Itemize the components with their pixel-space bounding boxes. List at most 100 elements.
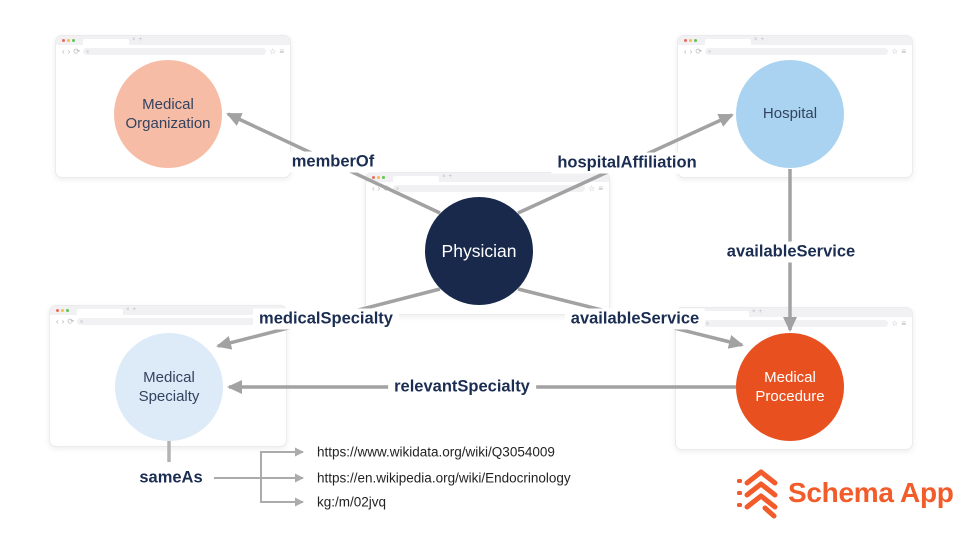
traffic-light-minimize-icon	[67, 39, 70, 42]
schemaapp-logo-text: Schema App	[788, 477, 954, 508]
bookmark-icon: ☆	[588, 184, 596, 193]
browser-window-medical-organization: × + ‹ › ⟳ ☆ ≡ Medical Organization	[55, 35, 291, 178]
edge-label-availableService-hospital: availableService	[720, 241, 862, 263]
traffic-light-zoom-icon	[66, 309, 69, 312]
browser-toolbar: ‹ › ⟳ ☆ ≡	[366, 182, 609, 195]
forward-icon: ›	[67, 47, 71, 56]
site-icon	[86, 50, 90, 53]
browser-content: Medical Specialty	[50, 328, 286, 446]
browser-window-hospital: × + ‹ › ⟳ ☆ ≡ Hospital	[677, 35, 913, 178]
refresh-icon: ⟳	[67, 317, 75, 326]
browser-window-physician: × + ‹ › ⟳ ☆ ≡ Physician	[365, 172, 610, 315]
browser-toolbar: ‹ › ⟳ ☆ ≡	[56, 45, 290, 58]
traffic-light-minimize-icon	[377, 176, 380, 179]
sameas-link-kg: kg:/m/02jvq	[317, 494, 387, 510]
refresh-icon: ⟳	[73, 47, 81, 56]
back-icon: ‹	[56, 317, 59, 326]
node-medical-procedure: Medical Procedure	[736, 333, 844, 441]
new-tab-icon: +	[138, 37, 143, 43]
menu-icon: ≡	[901, 319, 906, 328]
new-tab-icon: +	[758, 309, 763, 315]
traffic-light-close-icon	[56, 309, 59, 312]
menu-icon: ≡	[279, 47, 284, 56]
edge-label-hospitalAffiliation: hospitalAffiliation	[551, 152, 703, 174]
browser-content: Medical Procedure	[676, 330, 912, 449]
url-bar	[705, 48, 889, 55]
site-icon	[80, 320, 84, 323]
back-icon: ‹	[684, 47, 687, 56]
edge-label-memberOf: memberOf	[285, 151, 381, 173]
node-medical-specialty: Medical Specialty	[115, 333, 223, 441]
node-label: Hospital	[762, 105, 818, 123]
edge-label-relevantSpecialty: relevantSpecialty	[388, 376, 536, 398]
browser-content: Hospital	[678, 58, 912, 177]
browser-tab	[83, 39, 129, 45]
schemaapp-logo: Schema App	[736, 466, 954, 520]
traffic-light-minimize-icon	[689, 39, 692, 42]
browser-tab	[705, 39, 751, 45]
url-bar	[703, 320, 889, 327]
refresh-icon: ⟳	[383, 184, 391, 193]
browser-content: Medical Organization	[56, 58, 290, 177]
edge-label-availableService-physician: availableService	[564, 308, 706, 330]
browser-tab	[393, 176, 439, 182]
browser-tab	[703, 311, 749, 317]
browser-toolbar: ‹ › ⟳ ☆ ≡	[676, 317, 912, 330]
sameas-link-wikidata: https://www.wikidata.org/wiki/Q3054009	[317, 444, 555, 460]
new-tab-icon: +	[132, 307, 137, 313]
browser-titlebar: × +	[678, 36, 912, 45]
browser-content: Physician	[366, 195, 609, 314]
browser-tab	[77, 309, 123, 315]
traffic-light-zoom-icon	[694, 39, 697, 42]
node-label: Physician	[441, 240, 517, 261]
traffic-light-minimize-icon	[61, 309, 64, 312]
forward-icon: ›	[377, 184, 381, 193]
site-icon	[708, 50, 712, 53]
traffic-light-close-icon	[684, 39, 687, 42]
bookmark-icon: ☆	[891, 319, 899, 328]
back-icon: ‹	[372, 184, 375, 193]
new-tab-icon: +	[760, 37, 765, 43]
close-tab-icon: ×	[442, 174, 446, 180]
browser-window-medical-procedure: × + ‹ › ⟳ ☆ ≡ Medical Procedure	[675, 307, 913, 450]
edge-label-medicalSpecialty: medicalSpecialty	[253, 308, 399, 330]
site-icon	[396, 187, 400, 190]
browser-window-medical-specialty: × + ‹ › ⟳ ☆ ≡ Medical Specialty	[49, 305, 287, 447]
site-icon	[706, 322, 710, 325]
bookmark-icon: ☆	[269, 47, 277, 56]
url-bar	[83, 48, 267, 55]
sameas-link-wikipedia: https://en.wikipedia.org/wiki/Endocrinol…	[317, 470, 571, 486]
browser-toolbar: ‹ › ⟳ ☆ ≡	[678, 45, 912, 58]
close-tab-icon: ×	[754, 37, 758, 43]
back-icon: ‹	[62, 47, 65, 56]
browser-toolbar: ‹ › ⟳ ☆ ≡	[50, 315, 286, 328]
browser-titlebar: × +	[676, 308, 912, 317]
browser-titlebar: × +	[56, 36, 290, 45]
node-medical-organization: Medical Organization	[114, 60, 222, 168]
forward-icon: ›	[61, 317, 65, 326]
edge-label-sameAs: sameAs	[133, 467, 209, 489]
menu-icon: ≡	[598, 184, 603, 193]
menu-icon: ≡	[901, 47, 906, 56]
close-tab-icon: ×	[126, 307, 130, 313]
close-tab-icon: ×	[132, 37, 136, 43]
bookmark-icon: ☆	[891, 47, 899, 56]
url-bar	[77, 318, 263, 325]
node-physician: Physician	[425, 197, 533, 305]
refresh-icon: ⟳	[695, 47, 703, 56]
node-label: Medical Organization	[125, 95, 211, 132]
node-label: Medical Procedure	[755, 368, 825, 405]
browser-titlebar: × +	[50, 306, 286, 315]
traffic-light-zoom-icon	[382, 176, 385, 179]
url-bar	[393, 185, 586, 192]
browser-titlebar: × +	[366, 173, 609, 182]
schemaapp-logo-icon	[737, 469, 778, 519]
traffic-light-zoom-icon	[72, 39, 75, 42]
forward-icon: ›	[689, 47, 693, 56]
traffic-light-close-icon	[372, 176, 375, 179]
new-tab-icon: +	[448, 174, 453, 180]
node-hospital: Hospital	[736, 60, 844, 168]
close-tab-icon: ×	[752, 309, 756, 315]
node-label: Medical Specialty	[138, 368, 200, 405]
traffic-light-close-icon	[62, 39, 65, 42]
